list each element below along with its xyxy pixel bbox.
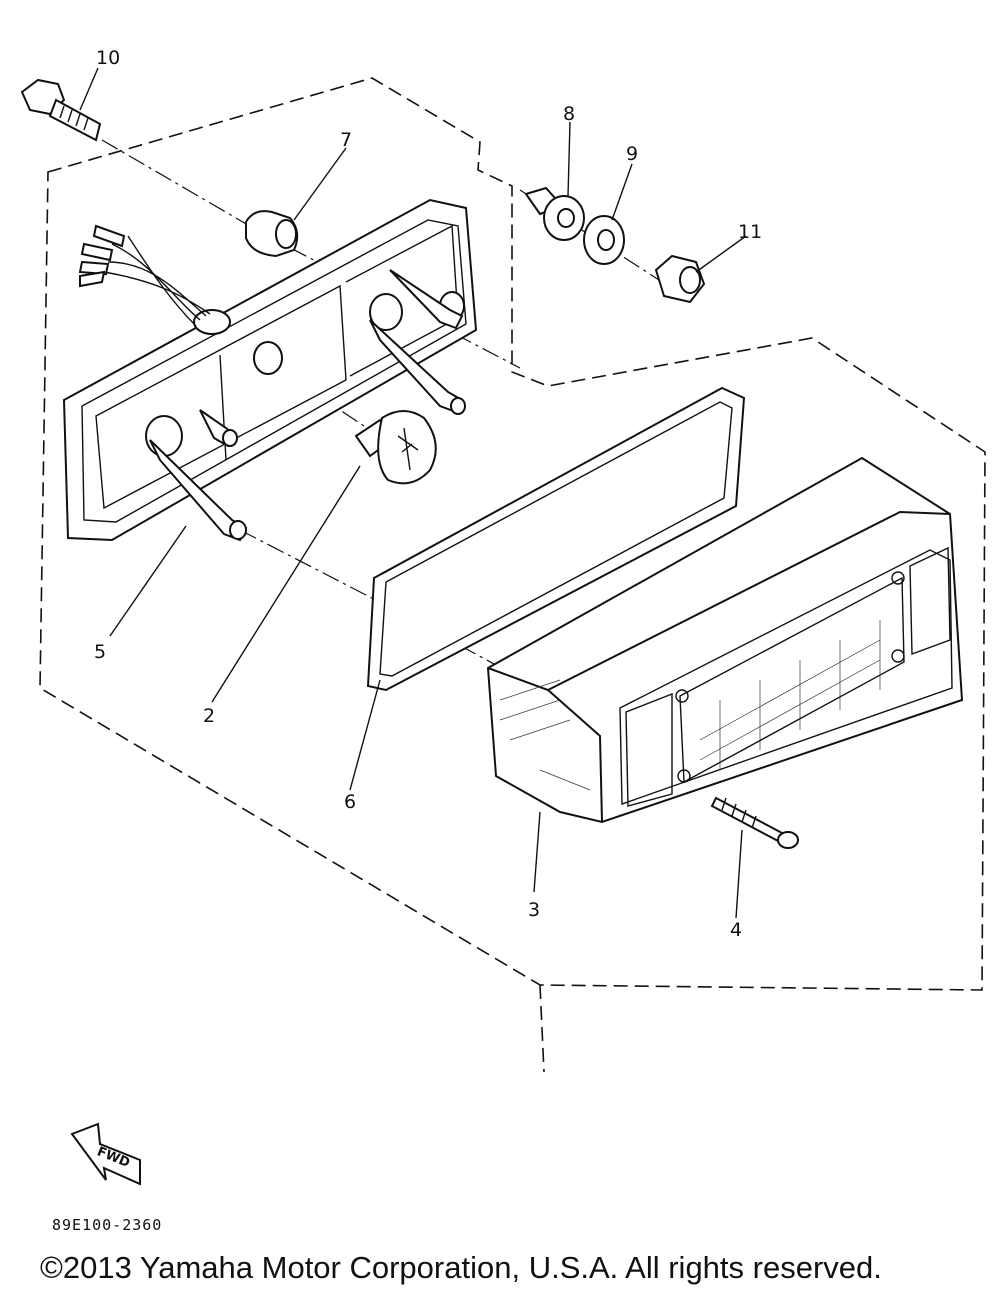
callout-6: 6 — [344, 791, 356, 813]
callout-10: 10 — [96, 47, 120, 69]
callout-7: 7 — [340, 129, 352, 151]
leader-lines — [79, 67, 747, 919]
callout-3: 3 — [528, 899, 540, 921]
nut-11 — [654, 254, 706, 304]
callout-5: 5 — [94, 641, 106, 663]
drawing-code: 89E100-2360 — [52, 1216, 163, 1234]
gasket-6 — [366, 386, 746, 692]
housing-5 — [62, 198, 478, 542]
callout-4: 4 — [730, 919, 742, 941]
fwd-arrow-icon: FWD — [70, 1122, 141, 1186]
callout-labels: 10 7 8 9 11 5 2 6 3 4 — [94, 47, 762, 941]
collar-8 — [524, 186, 585, 241]
assembly-boundary — [39, 77, 986, 1073]
lens-3 — [486, 456, 964, 824]
bolt-10 — [20, 78, 102, 142]
callout-2: 2 — [203, 705, 215, 727]
callout-8: 8 — [563, 103, 575, 125]
grommet-7 — [245, 210, 299, 258]
callout-11: 11 — [738, 221, 762, 243]
washer-9 — [583, 215, 625, 265]
callout-9: 9 — [626, 143, 638, 165]
copyright-notice: ©2013 Yamaha Motor Corporation, U.S.A. A… — [40, 1250, 882, 1285]
screw-4 — [710, 796, 799, 849]
bulb-2 — [354, 410, 437, 485]
